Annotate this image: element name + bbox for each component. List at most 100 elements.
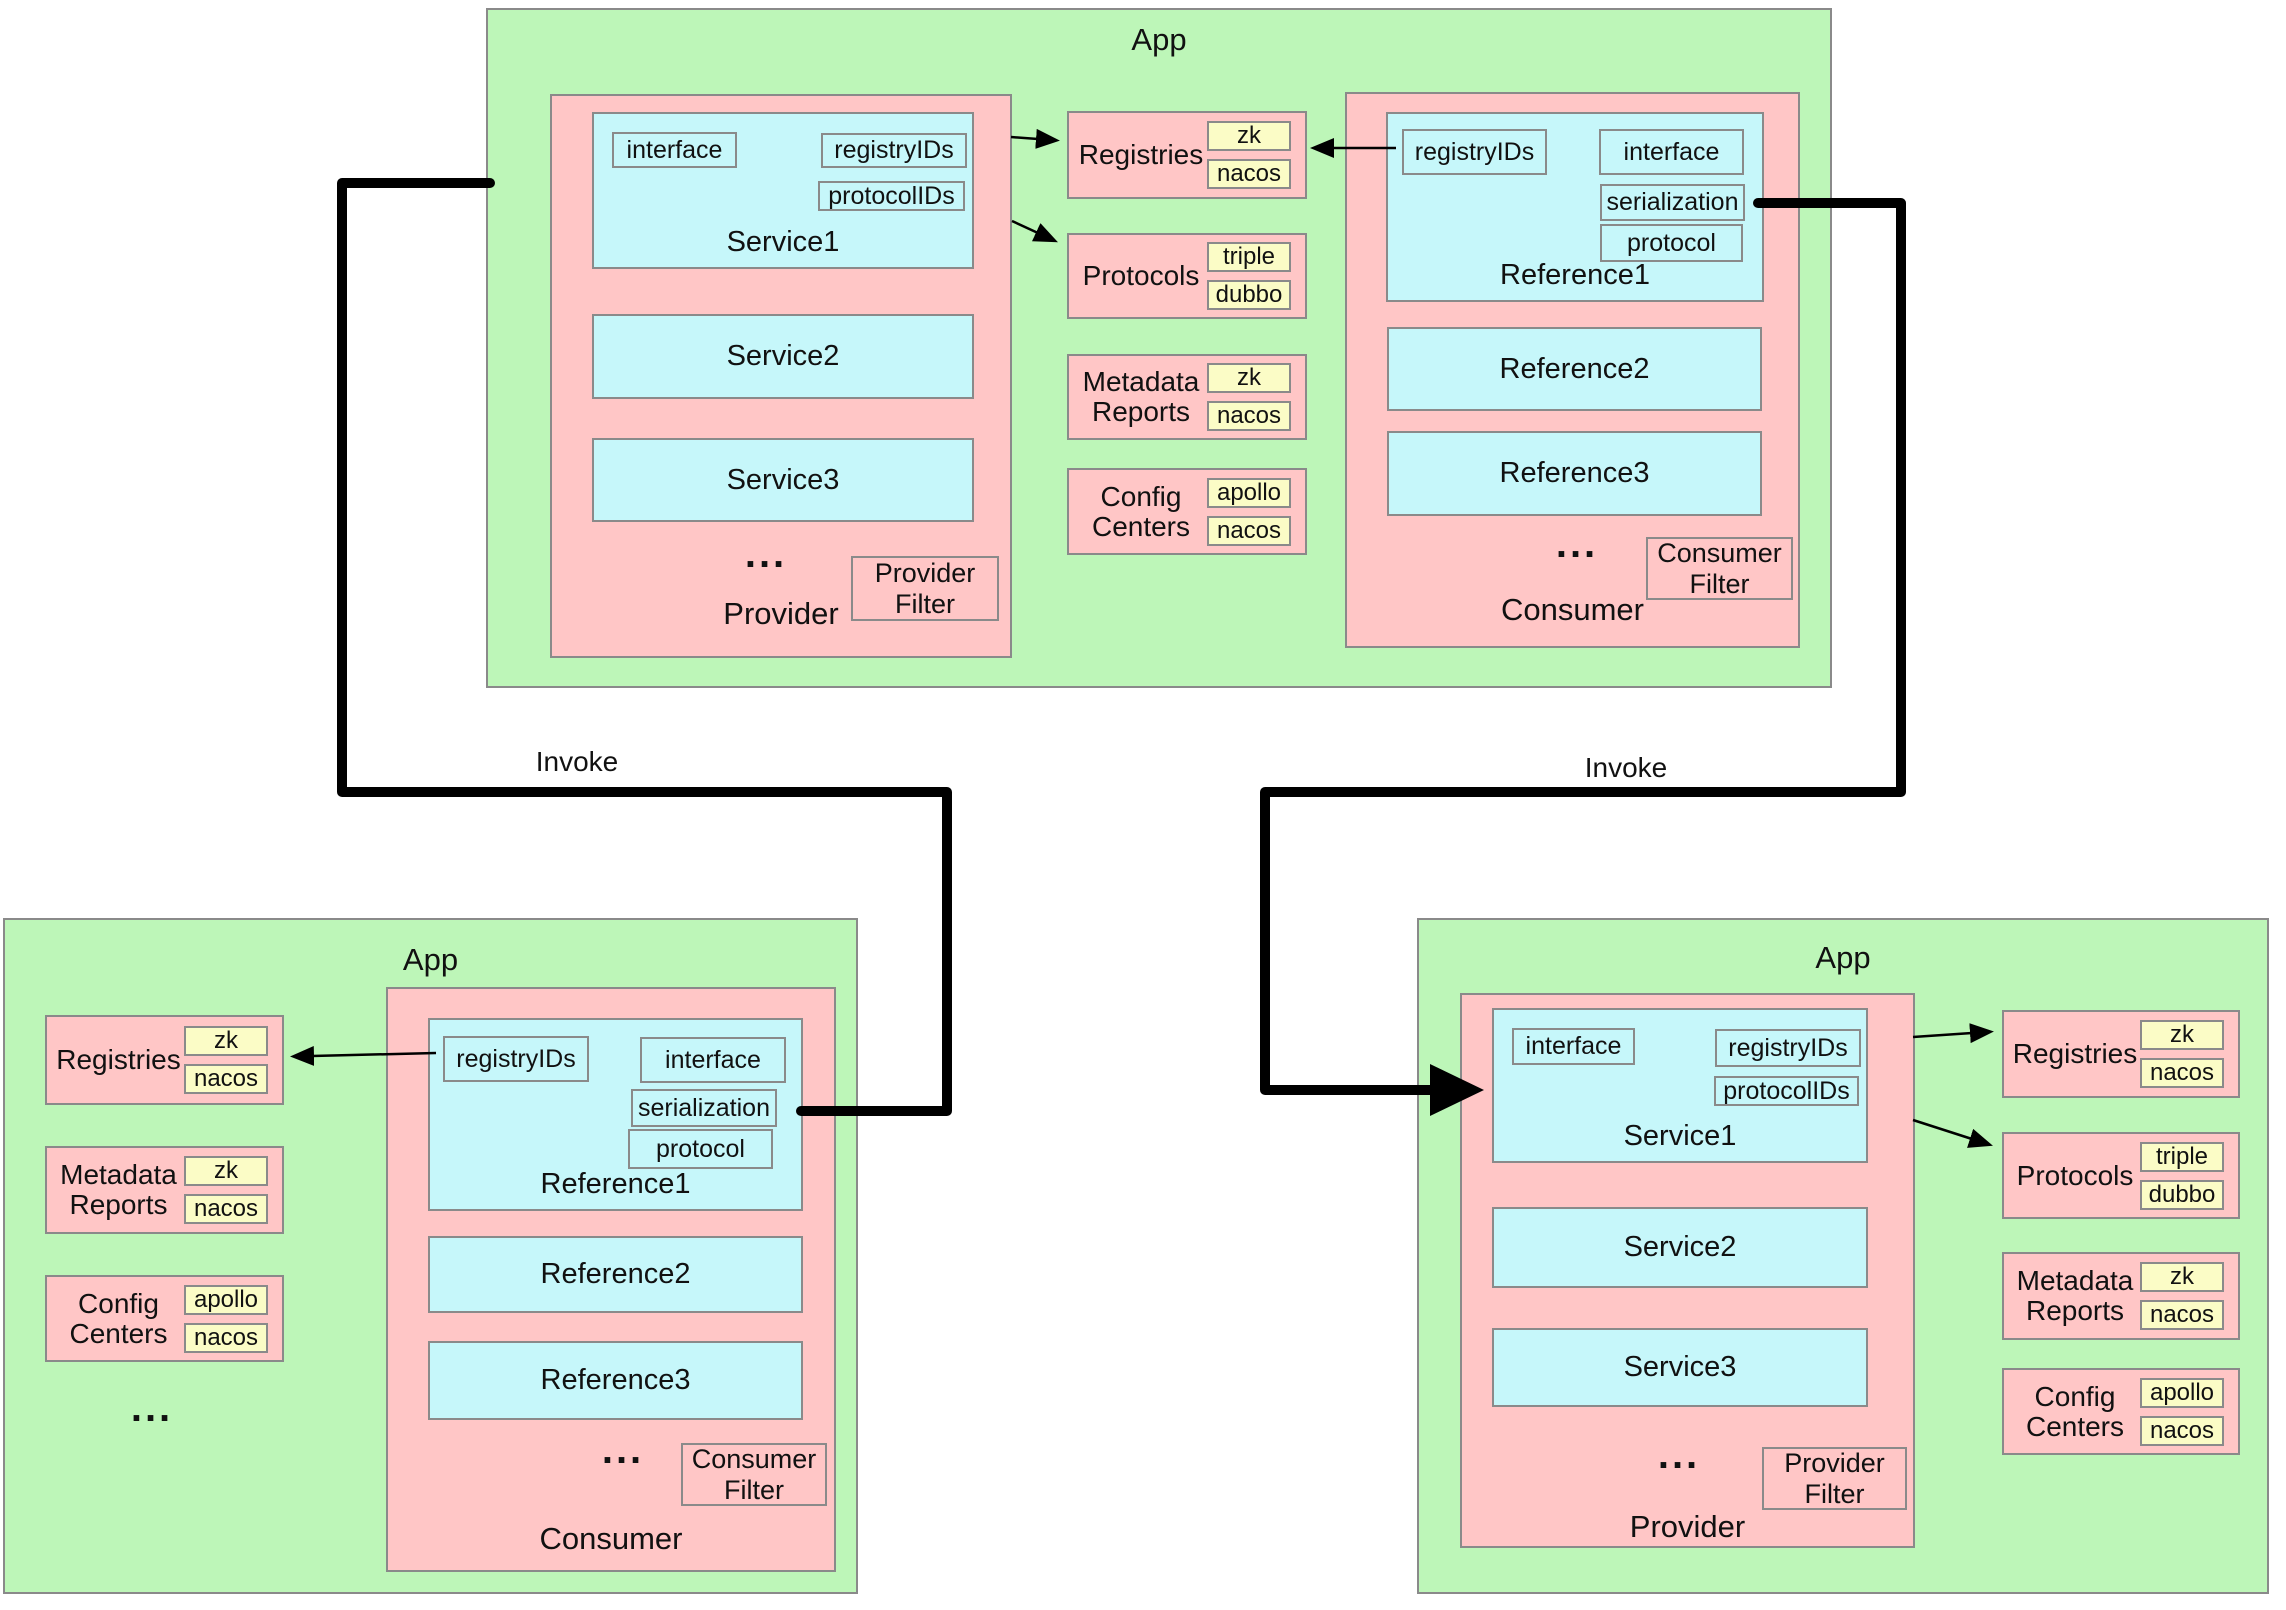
registry-option-zk: zk bbox=[1207, 121, 1291, 151]
more-services-ellipsis: ... bbox=[744, 532, 788, 576]
metadata-reports-label: Metadata Reports bbox=[60, 1159, 177, 1220]
config-option-apollo: apollo bbox=[184, 1284, 268, 1315]
protocol-field: protocol bbox=[1600, 224, 1743, 262]
service3-box: Service3 bbox=[592, 438, 974, 522]
metadata-option-zk: zk bbox=[1207, 363, 1291, 393]
protocol-ids-field: protocolIDs bbox=[1714, 1076, 1859, 1106]
config-option-nacos: nacos bbox=[2140, 1415, 2224, 1446]
registries-label: Registries bbox=[2012, 1038, 2138, 1069]
metadata-reports-label: Metadata Reports bbox=[2016, 1265, 2134, 1326]
reference2-label: Reference2 bbox=[1499, 352, 1650, 385]
serialization-field: serialization bbox=[631, 1089, 777, 1127]
more-resources-ellipsis: ... bbox=[130, 1386, 174, 1430]
invoke-label-left: Invoke bbox=[535, 746, 619, 777]
app-box-top: App interface registryIDs protocolIDs Se… bbox=[486, 8, 1832, 688]
service2-box: Service2 bbox=[1492, 1207, 1868, 1288]
interface-field: interface bbox=[612, 132, 737, 168]
registry-ids-field: registryIDs bbox=[821, 133, 967, 168]
config-centers-box: Config Centers apollo nacos bbox=[1067, 468, 1307, 555]
metadata-option-zk: zk bbox=[184, 1156, 268, 1186]
interface-field: interface bbox=[1599, 129, 1744, 175]
config-centers-box: Config Centers apollo nacos bbox=[2002, 1368, 2240, 1455]
protocols-box: Protocols triple dubbo bbox=[1067, 233, 1307, 319]
provider-panel: interface registryIDs protocolIDs Servic… bbox=[1460, 993, 1915, 1548]
consumer-panel: registryIDs interface serialization prot… bbox=[386, 987, 836, 1572]
app-title: App bbox=[1815, 940, 1871, 975]
protocol-field: protocol bbox=[628, 1129, 773, 1169]
registry-ids-field: registryIDs bbox=[1402, 129, 1547, 175]
consumer-filter-box: Consumer Filter bbox=[1646, 537, 1793, 600]
protocol-option-triple: triple bbox=[1207, 242, 1291, 272]
provider-filter-box: Provider Filter bbox=[1762, 1447, 1907, 1510]
consumer-panel: registryIDs interface serialization prot… bbox=[1345, 92, 1800, 648]
metadata-reports-box: Metadata Reports zk nacos bbox=[1067, 354, 1307, 440]
service1-label: Service1 bbox=[1623, 1120, 1737, 1152]
registries-box: Registries zk nacos bbox=[2002, 1010, 2240, 1098]
registries-label: Registries bbox=[56, 1044, 181, 1075]
registry-option-nacos: nacos bbox=[2140, 1058, 2224, 1088]
protocols-label: Protocols bbox=[2016, 1159, 2134, 1191]
registry-ids-field: registryIDs bbox=[443, 1036, 589, 1082]
reference3-label: Reference3 bbox=[1499, 457, 1650, 489]
interface-field: interface bbox=[1512, 1028, 1635, 1065]
consumer-label: Consumer bbox=[539, 1521, 683, 1556]
config-option-apollo: apollo bbox=[1207, 477, 1291, 508]
app-box-bottom-right: App interface registryIDs protocolIDs Se… bbox=[1417, 918, 2269, 1594]
protocols-label: Protocols bbox=[1082, 260, 1200, 291]
config-centers-label: Config Centers bbox=[1091, 480, 1191, 542]
service1-label: Service1 bbox=[726, 226, 840, 258]
protocol-option-dubbo: dubbo bbox=[2140, 1179, 2224, 1210]
provider-filter-box: Provider Filter bbox=[851, 556, 999, 621]
app-box-bottom-left: App Registries zk nacos Metadata Reports… bbox=[3, 918, 858, 1594]
service3-label: Service3 bbox=[1623, 1351, 1737, 1383]
provider-panel: interface registryIDs protocolIDs Servic… bbox=[550, 94, 1012, 658]
protocols-box: Protocols triple dubbo bbox=[2002, 1132, 2240, 1219]
consumer-filter-box: Consumer Filter bbox=[681, 1443, 827, 1506]
registry-option-nacos: nacos bbox=[184, 1064, 268, 1094]
reference3-label: Reference3 bbox=[540, 1364, 691, 1396]
config-centers-box: Config Centers apollo nacos bbox=[45, 1275, 284, 1362]
protocol-ids-field: protocolIDs bbox=[818, 181, 965, 211]
protocol-option-dubbo: dubbo bbox=[1207, 280, 1291, 310]
reference2-box: Reference2 bbox=[1387, 327, 1762, 411]
protocol-option-triple: triple bbox=[2140, 1141, 2224, 1172]
registries-box: Registries zk nacos bbox=[1067, 111, 1307, 199]
metadata-reports-box: Metadata Reports zk nacos bbox=[45, 1146, 284, 1234]
provider-label: Provider bbox=[1629, 1509, 1746, 1544]
registries-box: Registries zk nacos bbox=[45, 1015, 284, 1105]
config-option-nacos: nacos bbox=[184, 1322, 268, 1353]
reference3-box: Reference3 bbox=[1387, 431, 1762, 516]
reference2-label: Reference2 bbox=[540, 1258, 691, 1290]
service3-label: Service3 bbox=[726, 463, 840, 496]
metadata-option-nacos: nacos bbox=[184, 1194, 268, 1224]
reference3-box: Reference3 bbox=[428, 1341, 803, 1420]
metadata-option-zk: zk bbox=[2140, 1262, 2224, 1292]
service3-box: Service3 bbox=[1492, 1328, 1868, 1407]
reference2-box: Reference2 bbox=[428, 1236, 803, 1313]
interface-field: interface bbox=[640, 1037, 786, 1083]
reference1-box: registryIDs interface serialization prot… bbox=[428, 1018, 803, 1211]
registry-option-nacos: nacos bbox=[1207, 159, 1291, 189]
reference1-box: registryIDs interface serialization prot… bbox=[1386, 112, 1764, 302]
config-option-apollo: apollo bbox=[2140, 1377, 2224, 1408]
service1-box: interface registryIDs protocolIDs Servic… bbox=[1492, 1008, 1868, 1163]
config-centers-label: Config Centers bbox=[2025, 1380, 2125, 1442]
more-references-ellipsis: ... bbox=[1555, 522, 1599, 566]
app-title: App bbox=[1131, 22, 1187, 57]
reference1-label: Reference1 bbox=[1500, 259, 1650, 291]
metadata-reports-box: Metadata Reports zk nacos bbox=[2002, 1252, 2240, 1340]
registry-ids-field: registryIDs bbox=[1715, 1029, 1861, 1067]
service2-box: Service2 bbox=[592, 314, 974, 399]
reference1-label: Reference1 bbox=[540, 1168, 691, 1200]
serialization-field: serialization bbox=[1600, 184, 1745, 221]
metadata-option-nacos: nacos bbox=[2140, 1300, 2224, 1330]
invoke-label-right: Invoke bbox=[1584, 752, 1668, 783]
service1-box: interface registryIDs protocolIDs Servic… bbox=[592, 112, 974, 269]
service2-label: Service2 bbox=[1623, 1231, 1737, 1263]
registry-option-zk: zk bbox=[184, 1026, 268, 1056]
more-references-ellipsis: ... bbox=[601, 1428, 645, 1472]
app-title: App bbox=[402, 942, 459, 977]
config-option-nacos: nacos bbox=[1207, 515, 1291, 546]
service2-label: Service2 bbox=[726, 340, 840, 372]
